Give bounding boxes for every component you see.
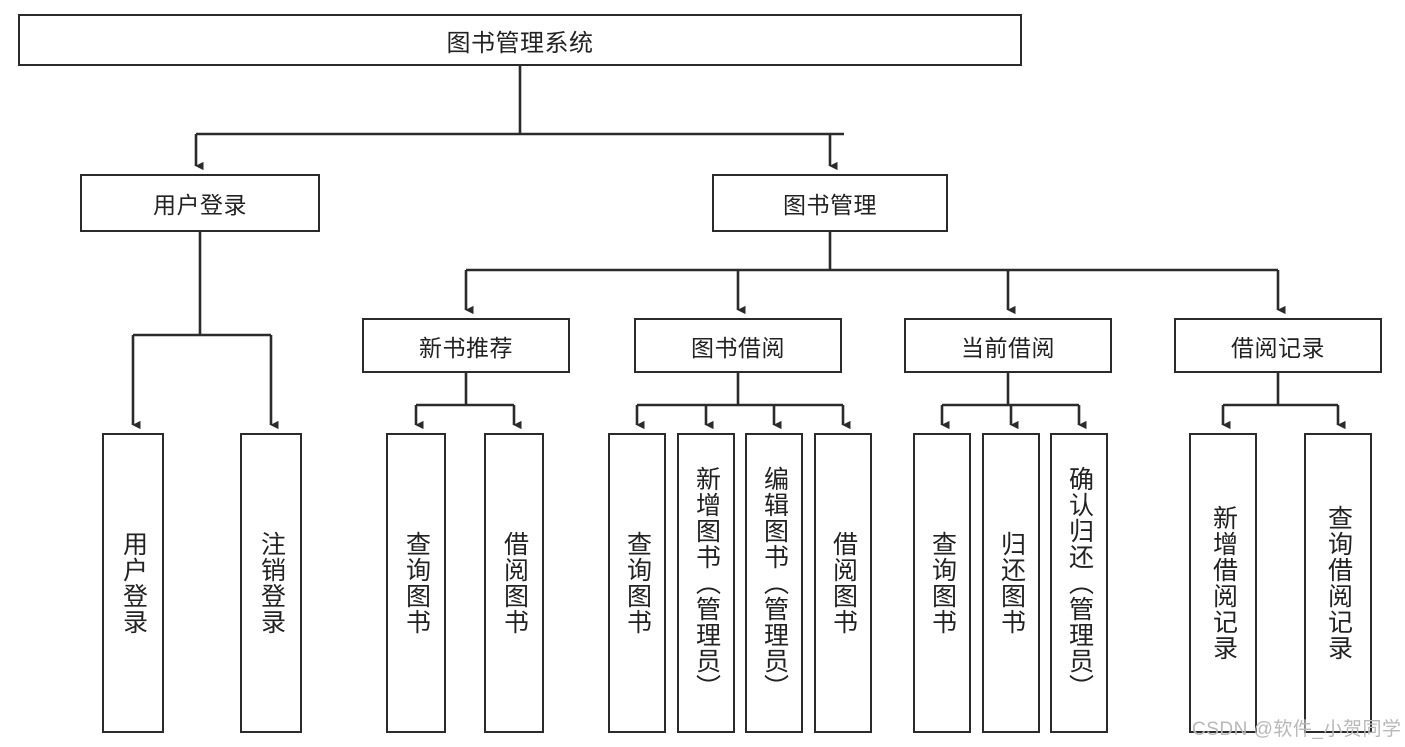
node-leaf-logout[interactable]: 注销登录: [240, 433, 302, 733]
node-leaf-return-book-label: 归还图书: [997, 531, 1026, 635]
node-leaf-return-book[interactable]: 归还图书: [982, 433, 1040, 733]
node-user-login[interactable]: 用户登录: [80, 174, 320, 232]
node-leaf-edit-book-label: 编辑图书（管理员）: [760, 466, 789, 700]
node-leaf-logout-label: 注销登录: [257, 531, 286, 635]
node-leaf-borrow-book-recommend-label: 借阅图书: [500, 531, 529, 635]
node-leaf-borrow-book[interactable]: 借阅图书: [814, 433, 872, 733]
node-leaf-user-login[interactable]: 用户登录: [102, 433, 164, 733]
node-leaf-edit-book[interactable]: 编辑图书（管理员）: [745, 433, 803, 733]
node-leaf-confirm-return[interactable]: 确认归还（管理员）: [1050, 433, 1108, 733]
node-leaf-query-book-current[interactable]: 查询图书: [913, 433, 971, 733]
watermark: CSDN @软件_小贺同学: [1192, 719, 1402, 740]
node-leaf-borrow-book-recommend[interactable]: 借阅图书: [484, 433, 544, 733]
node-leaf-query-book-recommend-label: 查询图书: [402, 531, 431, 635]
node-leaf-query-book-borrow-label: 查询图书: [623, 531, 652, 635]
node-borrow-records-label: 借阅记录: [1231, 334, 1325, 361]
node-borrow-records[interactable]: 借阅记录: [1174, 318, 1382, 373]
node-root-label: 图书管理系统: [446, 29, 594, 57]
node-book-borrow-label: 图书借阅: [691, 334, 785, 361]
node-leaf-confirm-return-label: 确认归还（管理员）: [1065, 466, 1094, 700]
node-leaf-add-book[interactable]: 新增图书（管理员）: [677, 433, 735, 733]
node-leaf-borrow-book-label: 借阅图书: [829, 531, 858, 635]
node-root[interactable]: 图书管理系统: [18, 14, 1022, 66]
node-leaf-add-book-label: 新增图书（管理员）: [692, 466, 721, 700]
node-new-book-recommend-label: 新书推荐: [419, 334, 513, 361]
node-book-borrow[interactable]: 图书借阅: [634, 318, 842, 373]
node-book-management-label: 图书管理: [783, 192, 877, 218]
node-leaf-query-borrow-record[interactable]: 查询借阅记录: [1304, 433, 1372, 733]
node-current-borrow[interactable]: 当前借阅: [904, 318, 1112, 373]
node-leaf-add-borrow-record[interactable]: 新增借阅记录: [1189, 433, 1257, 733]
node-current-borrow-label: 当前借阅: [961, 334, 1055, 361]
node-leaf-query-borrow-record-label: 查询借阅记录: [1324, 505, 1353, 661]
node-leaf-query-book-current-label: 查询图书: [928, 531, 957, 635]
node-leaf-add-borrow-record-label: 新增借阅记录: [1209, 505, 1238, 661]
node-leaf-user-login-label: 用户登录: [119, 531, 148, 635]
node-new-book-recommend[interactable]: 新书推荐: [362, 318, 570, 373]
node-book-management[interactable]: 图书管理: [712, 174, 948, 232]
node-leaf-query-book-borrow[interactable]: 查询图书: [608, 433, 666, 733]
node-user-login-label: 用户登录: [153, 192, 247, 218]
node-leaf-query-book-recommend[interactable]: 查询图书: [386, 433, 446, 733]
